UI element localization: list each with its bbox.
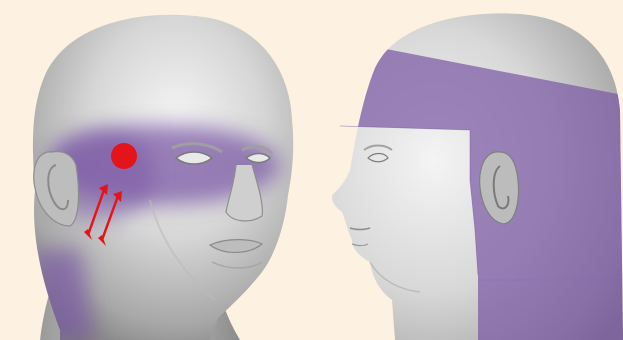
- trigger-point-marker-icon: [111, 143, 137, 169]
- profile-head: [332, 13, 623, 340]
- front-head: [33, 15, 293, 340]
